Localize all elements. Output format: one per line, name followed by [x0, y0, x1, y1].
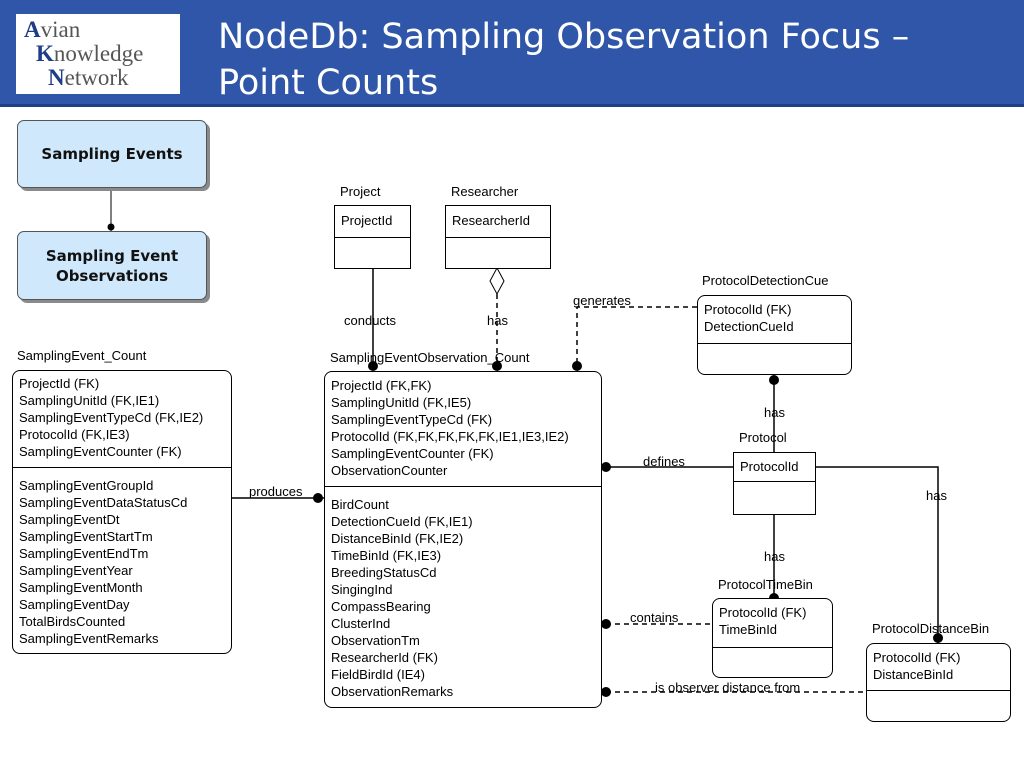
defines-dot	[601, 462, 611, 472]
protocol-distance-bin-key-1: DistanceBinId	[873, 667, 954, 682]
has-distance-bin-line	[815, 466, 939, 643]
sampling-event-count-attr-7: SamplingEventDay	[19, 597, 130, 612]
rel-generates-label: generates	[573, 293, 631, 308]
sampling-event-count-key-2: SamplingEventTypeCd (FK,IE2)	[19, 410, 204, 425]
protocol-distance-bin-key-0: ProtocolId (FK)	[873, 650, 961, 665]
sampling-events-box: Sampling Events	[17, 120, 207, 188]
protocol-entity: ProtocolId	[733, 452, 816, 515]
seo-count-key-0: ProjectId (FK,FK)	[331, 378, 432, 393]
seo-count-attr-4: BreedingStatusCd	[331, 565, 437, 580]
rel-produces-label: produces	[249, 484, 303, 499]
generates-dot	[572, 361, 582, 371]
sampling-event-count-attr-8: TotalBirdsCounted	[19, 614, 126, 629]
seo-count-key-2: SamplingEventTypeCd (FK)	[331, 412, 493, 427]
sampling-event-observations-label-1: Sampling Event	[45, 246, 179, 265]
seo-count-attr-9: ResearcherId (FK)	[331, 650, 438, 665]
sampling-event-observation-count-entity-name: SamplingEventObservation_Count	[330, 350, 530, 365]
produces-dot	[313, 493, 323, 503]
slide-title-line-1: NodeDb: Sampling Observation Focus –	[218, 17, 910, 57]
protocol-time-bin-entity-name: ProtocolTimeBin	[718, 577, 813, 592]
seo-count-attr-11: ObservationRemarks	[331, 684, 454, 699]
rel-has-researcher-label: has	[487, 313, 508, 328]
sampling-event-observation-count-entity: ProjectId (FK,FK) SamplingUnitId (FK,IE5…	[324, 371, 602, 708]
rel-defines-label: defines	[643, 454, 685, 469]
protocol-detection-cue-entity: ProtocolId (FK) DetectionCueId	[697, 295, 852, 375]
generates-line	[576, 306, 697, 366]
project-key-0: ProjectId	[341, 213, 393, 228]
observer-distance-dot	[601, 687, 611, 697]
focus-connector-dot	[107, 223, 115, 231]
rel-has-time-bin-label: has	[764, 549, 785, 564]
seo-count-attr-5: SingingInd	[331, 582, 393, 597]
protocol-detection-cue-entity-name: ProtocolDetectionCue	[702, 273, 829, 288]
seo-count-attr-7: ClusterInd	[331, 616, 391, 631]
protocol-detection-cue-key-0: ProtocolId (FK)	[704, 302, 792, 317]
sampling-event-count-attr-5: SamplingEventYear	[19, 563, 133, 578]
title-bar: Avian Knowledge Network NodeDb: Sampling…	[0, 0, 1024, 107]
sampling-event-count-attr-4: SamplingEventEndTm	[19, 546, 149, 561]
seo-count-attr-0: BirdCount	[331, 497, 389, 512]
rel-has-distance-bin-label: has	[926, 488, 947, 503]
contains-dot	[601, 619, 611, 629]
sampling-event-count-key-0: ProjectId (FK)	[19, 376, 100, 391]
sampling-event-count-attr-1: SamplingEventDataStatusCd	[19, 495, 188, 510]
sampling-events-label: Sampling Events	[41, 145, 183, 163]
seo-count-attr-1: DetectionCueId (FK,IE1)	[331, 514, 473, 529]
seo-count-key-4: SamplingEventCounter (FK)	[331, 446, 494, 461]
rel-contains-label: contains	[630, 610, 679, 625]
protocol-distance-bin-entity-name: ProtocolDistanceBin	[872, 621, 990, 636]
seo-count-key-1: SamplingUnitId (FK,IE5)	[331, 395, 472, 410]
rel-observer-distance-label: is observer distance from	[655, 680, 801, 695]
sampling-event-count-attr-9: SamplingEventRemarks	[19, 631, 159, 646]
seo-count-attr-10: FieldBirdId (IE4)	[331, 667, 425, 682]
protocol-time-bin-key-1: TimeBinId	[719, 622, 778, 637]
rel-has-detection-cue-label: has	[764, 405, 785, 420]
sampling-event-observations-label-2: Observations	[55, 266, 169, 285]
has-researcher-dot	[492, 361, 502, 371]
sampling-event-count-attr-0: SamplingEventGroupId	[19, 478, 154, 493]
avian-knowledge-network-logo: Avian Knowledge Network	[16, 14, 180, 94]
researcher-diamond	[489, 266, 505, 296]
researcher-key-0: ResearcherId	[452, 213, 531, 228]
rel-conducts-label: conducts	[344, 313, 397, 328]
project-entity: ProjectId	[334, 205, 411, 269]
researcher-entity-name: Researcher	[451, 184, 519, 199]
sampling-event-observations-box: Sampling Event Observations	[17, 231, 207, 300]
sampling-event-count-attr-6: SamplingEventMonth	[19, 580, 143, 595]
sampling-event-count-key-4: SamplingEventCounter (FK)	[19, 444, 182, 459]
project-entity-name: Project	[340, 184, 381, 199]
has-detection-cue-dot	[769, 375, 779, 385]
sampling-event-count-key-3: ProtocolId (FK,IE3)	[19, 427, 130, 442]
seo-count-key-5: ObservationCounter	[331, 463, 448, 478]
sampling-event-count-entity: ProjectId (FK) SamplingUnitId (FK,IE1) S…	[12, 370, 232, 654]
protocol-time-bin-entity: ProtocolId (FK) TimeBinId	[712, 598, 833, 678]
slide-title: NodeDb: Sampling Observation Focus – Poi…	[218, 14, 1018, 106]
sampling-event-count-attr-2: SamplingEventDt	[19, 512, 120, 527]
protocol-detection-cue-key-1: DetectionCueId	[704, 319, 794, 334]
has-distance-bin-dot	[933, 633, 943, 643]
seo-count-attr-3: TimeBinId (FK,IE3)	[331, 548, 442, 563]
seo-count-key-3: ProtocolId (FK,FK,FK,FK,FK,IE1,IE3,IE2)	[331, 429, 569, 444]
seo-count-attr-6: CompassBearing	[331, 599, 431, 614]
sampling-event-count-attr-3: SamplingEventStartTm	[19, 529, 153, 544]
sampling-event-count-entity-name: SamplingEvent_Count	[17, 348, 147, 363]
protocol-time-bin-key-0: ProtocolId (FK)	[719, 605, 807, 620]
sampling-event-count-key-1: SamplingUnitId (FK,IE1)	[19, 393, 160, 408]
seo-count-attr-8: ObservationTm	[331, 633, 420, 648]
protocol-entity-name: Protocol	[739, 430, 787, 445]
protocol-key-0: ProtocolId	[740, 459, 799, 474]
researcher-entity: ResearcherId	[445, 205, 551, 269]
slide-title-line-2: Point Counts	[218, 63, 439, 103]
seo-count-attr-2: DistanceBinId (FK,IE2)	[331, 531, 464, 546]
protocol-distance-bin-entity: ProtocolId (FK) DistanceBinId	[866, 643, 1011, 722]
conducts-dot	[368, 361, 378, 371]
